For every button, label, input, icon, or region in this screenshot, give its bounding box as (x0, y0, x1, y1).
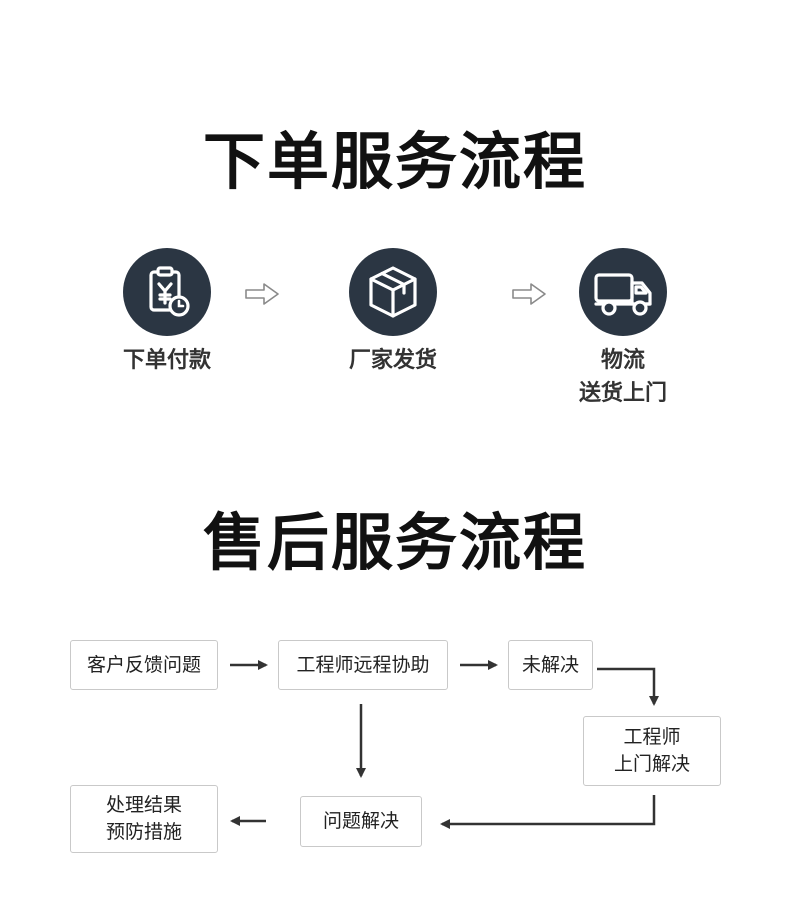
step-factory-ship-circle (349, 248, 437, 336)
box-text: 工程师 (623, 726, 681, 748)
hollow-arrow-icon (245, 283, 279, 305)
clipboard-payment-icon (149, 266, 190, 317)
step-label-order-payment: 下单付款 (87, 344, 247, 377)
box-unresolved: 未解决 (508, 640, 593, 690)
arrow-onsite-to-solved (440, 795, 656, 829)
package-box-icon (369, 266, 417, 318)
box-customer-feedback: 客户反馈问题 (70, 640, 218, 690)
box-text: 未解决 (521, 653, 579, 676)
step-label-line: 送货上门 (578, 381, 667, 406)
step-order-payment-circle (123, 248, 211, 336)
step-delivery-circle (579, 248, 667, 336)
step-label-line: 下单付款 (122, 348, 211, 373)
box-text: 客户反馈问题 (86, 653, 201, 676)
step-label-factory-ship: 厂家发货 (313, 344, 473, 377)
box-handle-result: 处理结果 预防措施 (70, 785, 218, 853)
hollow-arrow-icon (512, 283, 546, 305)
step-label-delivery: 物流 送货上门 (543, 344, 703, 410)
box-text: 问题解决 (322, 810, 399, 832)
delivery-truck-icon (594, 273, 652, 316)
box-text: 预防措施 (105, 821, 182, 843)
aftersale-flow-title: 售后服务流程 (202, 506, 587, 579)
step-label-line: 厂家发货 (348, 348, 437, 373)
step-label-line: 物流 (600, 348, 645, 373)
order-flow-title: 下单服务流程 (202, 125, 587, 198)
box-text: 处理结果 (105, 794, 182, 816)
box-remote-assist: 工程师远程协助 (278, 640, 448, 690)
box-problem-solved: 问题解决 (300, 796, 422, 847)
box-text: 工程师远程协助 (296, 653, 430, 676)
box-text: 上门解决 (613, 753, 690, 775)
arrow-unresolved-to-onsite (597, 667, 659, 706)
box-onsite-engineer: 工程师 上门解决 (583, 716, 721, 786)
